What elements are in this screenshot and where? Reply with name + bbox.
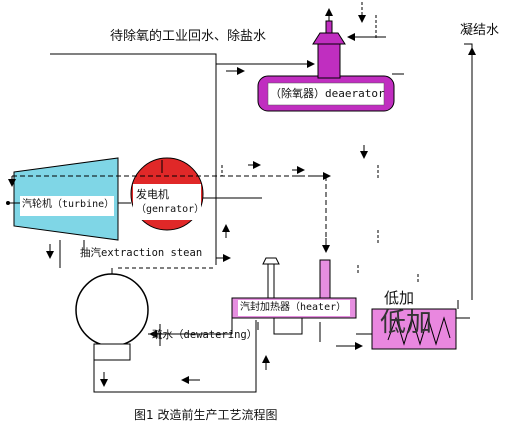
turbine-label: 汽轮机（turbine） <box>22 199 115 210</box>
condenser-hotwell <box>93 343 131 361</box>
low-heater-label: 低加 <box>384 289 415 307</box>
low-heater-body <box>371 308 457 350</box>
heater-label: 汽封加热器（heater） <box>240 302 347 313</box>
condenser-body <box>75 273 149 347</box>
turbine-shaft-dot <box>6 201 10 205</box>
heater-base <box>273 317 303 335</box>
deaerator-head <box>317 43 341 79</box>
figure-caption: 图1 改造前生产工艺流程图 <box>134 408 278 422</box>
deaerator <box>257 20 395 112</box>
deaerator-label: （除氧器）deaerator <box>270 87 385 100</box>
condenser <box>75 273 149 361</box>
seal-heater <box>231 257 357 335</box>
low-heater-coil <box>387 316 451 346</box>
dewatering-label: 疏水（dewatering） <box>152 329 258 341</box>
feed-water-line <box>50 53 310 65</box>
generator-label-box <box>133 184 201 220</box>
deaerator-label-box <box>267 82 385 106</box>
heater-label-box <box>238 300 350 316</box>
generator-label-en: （genrator） <box>136 204 205 215</box>
heater-vent-cap <box>262 257 280 265</box>
feed-water-label: 待除氧的工业回水、除盐水 <box>110 29 267 44</box>
condensate-line <box>464 43 473 300</box>
turbine-label-box <box>20 196 114 216</box>
deaerator-cap <box>312 32 346 45</box>
low-pressure-heater <box>371 308 457 350</box>
turbine <box>13 157 119 241</box>
bottom-return-line <box>93 320 257 393</box>
heater-stack <box>319 259 331 299</box>
generator-label-cn: 发电机 <box>136 188 169 201</box>
condensate-label: 凝结水 <box>460 23 500 38</box>
heater-vent-pipe <box>267 263 275 299</box>
deaerator-vent <box>325 20 333 34</box>
low-heater-box-label: 低加 <box>380 308 433 338</box>
extraction-label: 抽汽extraction stean <box>80 247 203 259</box>
